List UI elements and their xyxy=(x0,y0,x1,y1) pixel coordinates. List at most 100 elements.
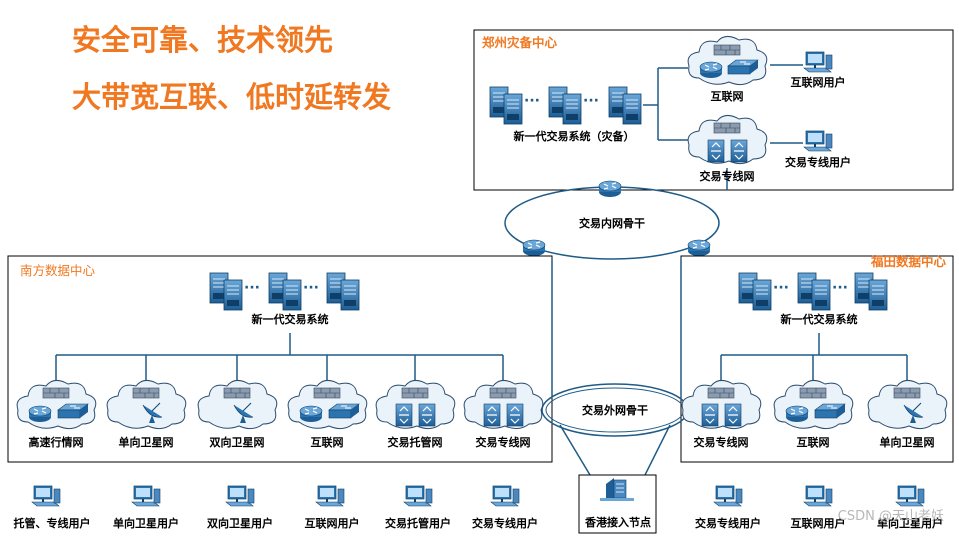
zhengzhou-center-box xyxy=(473,29,954,191)
futian-center-title: 福田数据中心 xyxy=(870,254,947,269)
watermark: CSDN @天山老妖 xyxy=(838,509,944,524)
computer-user-icon xyxy=(895,485,925,507)
futian-user-label: 单向卫星用户 xyxy=(877,516,943,530)
server-icon xyxy=(739,273,771,310)
svg-text:···: ··· xyxy=(303,280,319,296)
futian-network-label: 互联网 xyxy=(797,435,830,449)
firewall-icon xyxy=(401,387,429,399)
firewall-icon xyxy=(713,44,741,56)
router-icon xyxy=(28,405,52,423)
zhengzhou-network-label: 互联网 xyxy=(711,89,744,103)
south-center-title: 南方数据中心 xyxy=(20,263,96,278)
futian-network-trade-line xyxy=(681,379,762,430)
switch-icon xyxy=(395,403,413,427)
firewall-icon xyxy=(132,387,160,399)
svg-text:···: ··· xyxy=(583,93,599,109)
server-icon xyxy=(549,87,581,124)
inner-backbone-label: 交易内网骨干 xyxy=(579,216,645,230)
switch-icon xyxy=(724,403,742,427)
router-icon xyxy=(699,61,723,79)
computer-user-icon xyxy=(803,51,833,73)
firewall-icon xyxy=(313,387,341,399)
south-network-label: 单向卫星网 xyxy=(119,435,174,449)
firewall-icon xyxy=(42,387,70,399)
switch-icon xyxy=(707,139,725,163)
south-user-label: 交易专线用户 xyxy=(472,516,538,530)
south-user-label: 双向卫星用户 xyxy=(207,516,273,530)
zhengzhou-center-title: 郑州灾备中心 xyxy=(482,35,558,50)
zhengzhou-links xyxy=(643,64,803,190)
router-icon xyxy=(598,180,622,198)
computer-user-icon xyxy=(803,485,833,507)
zhengzhou-network-label: 交易专线网 xyxy=(700,169,755,183)
south-network-label: 交易专线网 xyxy=(476,435,531,449)
south-network-highspeed xyxy=(16,379,97,430)
futian-network-label: 单向卫星网 xyxy=(880,435,935,449)
firewall-icon xyxy=(893,387,921,399)
outer-backbone-label: 交易外网骨干 xyxy=(582,403,648,417)
zhengzhou-internet-cloud xyxy=(687,35,768,86)
futian-system-label: 新一代交易系统 xyxy=(781,312,858,326)
south-network-oneway-sat xyxy=(106,379,187,430)
server-icon xyxy=(327,273,359,310)
cloud-icon xyxy=(197,379,278,430)
south-network-twoway-sat xyxy=(197,379,278,430)
futian-network-internet xyxy=(773,379,854,430)
firewall-icon xyxy=(713,122,741,134)
south-network-trade-line xyxy=(463,379,544,430)
router-icon xyxy=(299,405,323,423)
futian-network-label: 交易专线网 xyxy=(694,435,749,449)
computer-user-icon xyxy=(315,485,345,507)
slogan-line-2: 大带宽互联、低时延转发 xyxy=(72,80,391,114)
server-icon xyxy=(490,87,522,124)
router-icon xyxy=(785,405,809,423)
south-server-group: ··· ··· xyxy=(210,273,359,310)
cloud-icon xyxy=(681,379,762,430)
server-icon xyxy=(210,273,242,310)
cloud-icon xyxy=(463,379,544,430)
svg-text:···: ··· xyxy=(773,280,789,296)
south-network-label: 高速行情网 xyxy=(29,435,84,449)
futian-user-label: 互联网用户 xyxy=(791,516,846,530)
switch-icon xyxy=(730,139,748,163)
router-icon xyxy=(687,239,711,257)
server-icon xyxy=(855,273,887,310)
cloud-icon xyxy=(867,379,948,430)
south-user-label: 托管、专线用户 xyxy=(14,516,91,530)
south-user-label: 互联网用户 xyxy=(305,516,360,530)
slogan-line-1: 安全可靠、技术领先 xyxy=(72,23,333,57)
zhengzhou-user-label: 互联网用户 xyxy=(791,75,846,89)
south-user-label: 单向卫星用户 xyxy=(113,516,179,530)
computer-user-icon xyxy=(403,485,433,507)
computer-user-icon xyxy=(31,485,61,507)
south-network-label: 双向卫星网 xyxy=(210,435,265,449)
switch-icon xyxy=(506,403,524,427)
zhengzhou-user-label: 交易专线用户 xyxy=(785,155,851,169)
zhengzhou-trade-line-cloud xyxy=(687,114,768,165)
hk-node-label: 香港接入节点 xyxy=(584,515,651,529)
svg-text:···: ··· xyxy=(524,93,540,109)
switch-icon xyxy=(483,403,501,427)
firewall-icon xyxy=(707,387,735,399)
computer-user-icon xyxy=(803,130,833,152)
south-network-label: 交易托管网 xyxy=(388,435,443,449)
switch-icon xyxy=(418,403,436,427)
svg-text:···: ··· xyxy=(244,280,260,296)
server-icon xyxy=(609,87,641,124)
futian-user-label: 交易专线用户 xyxy=(695,516,761,530)
server-icon xyxy=(269,273,301,310)
svg-text:···: ··· xyxy=(832,280,848,296)
cloud-icon xyxy=(375,379,456,430)
south-network-internet xyxy=(287,379,368,430)
router-icon xyxy=(522,239,546,257)
zhengzhou-server-group: ··· ··· xyxy=(490,87,641,124)
computer-user-icon xyxy=(713,485,743,507)
south-system-label: 新一代交易系统 xyxy=(252,312,329,326)
cloud-icon xyxy=(687,114,768,165)
firewall-icon xyxy=(489,387,517,399)
hk-links xyxy=(559,424,671,476)
futian-server-group: ··· ··· xyxy=(739,273,887,310)
south-user-label: 交易托管用户 xyxy=(385,516,451,530)
switch-icon xyxy=(701,403,719,427)
